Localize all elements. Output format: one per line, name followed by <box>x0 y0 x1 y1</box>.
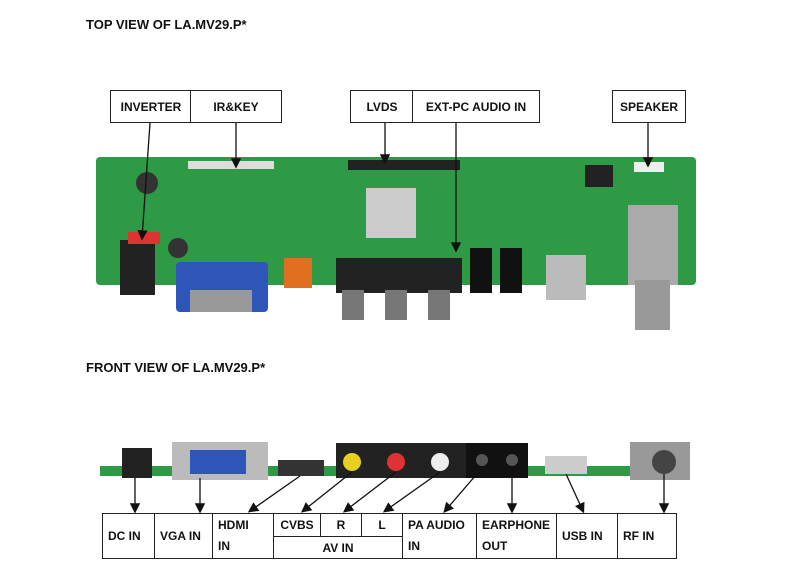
label-earphone-line1: EARPHONE <box>482 518 551 532</box>
label-hdmi-line1: HDMI <box>218 518 249 532</box>
label-hdmi-in: HDMI IN <box>212 513 274 559</box>
label-lvds: LVDS <box>350 90 414 123</box>
top-view-title: TOP VIEW OF LA.MV29.P* <box>86 17 247 32</box>
label-dc-in: DC IN <box>102 513 155 559</box>
top-pcb-image <box>96 157 696 330</box>
label-earphone-line2: OUT <box>482 539 508 553</box>
label-cvbs: CVBS <box>273 513 321 537</box>
label-l: L <box>361 513 403 537</box>
front-view-title: FRONT VIEW OF LA.MV29.P* <box>86 360 266 375</box>
label-hdmi-line2: IN <box>218 539 230 553</box>
label-earphone-out: EARPHONE OUT <box>476 513 557 559</box>
label-usb-in: USB IN <box>556 513 618 559</box>
label-av-in: AV IN <box>273 536 403 559</box>
label-rf-in: RF IN <box>617 513 677 559</box>
label-pa-line1: PA AUDIO <box>408 518 465 532</box>
label-ir-key: IR&KEY <box>190 90 282 123</box>
label-r: R <box>320 513 362 537</box>
front-pcb-image <box>100 442 690 480</box>
label-pa-audio-in: PA AUDIO IN <box>402 513 477 559</box>
label-vga-in: VGA IN <box>154 513 213 559</box>
label-pa-line2: IN <box>408 539 420 553</box>
label-speaker: SPEAKER <box>612 90 686 123</box>
label-ext-pc-audio-in: EXT-PC AUDIO IN <box>412 90 540 123</box>
